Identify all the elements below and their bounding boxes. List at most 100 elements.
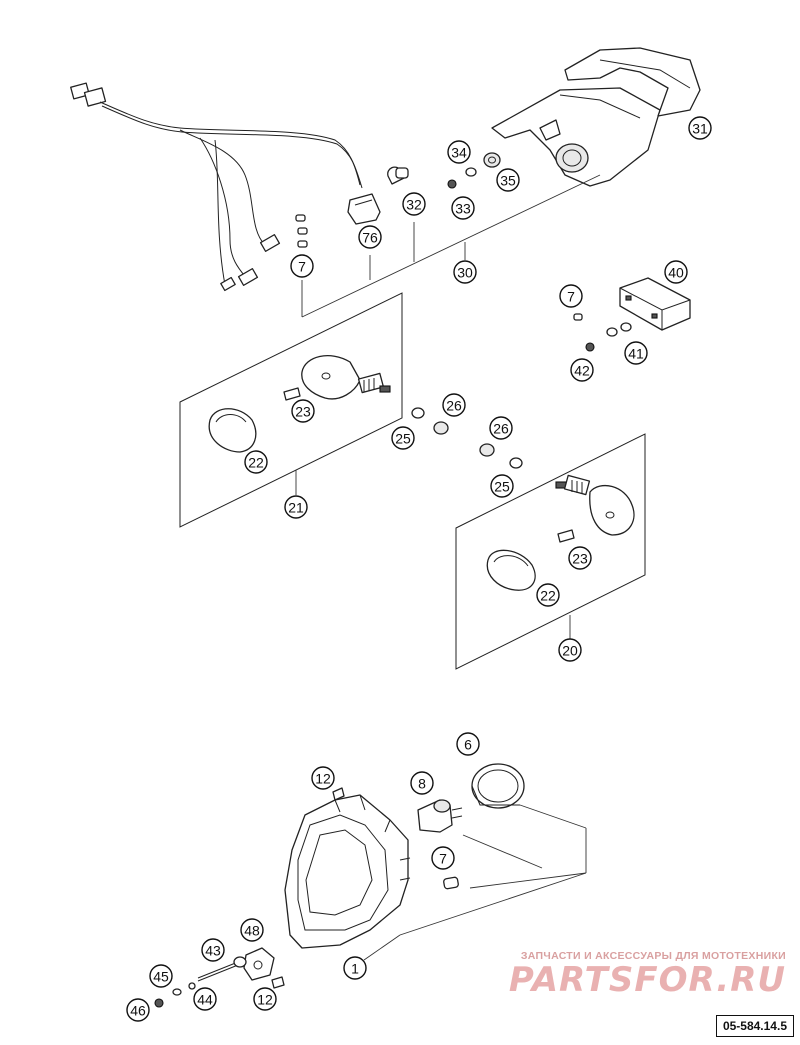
small-bulbs-upper <box>295 214 308 248</box>
callout-circle <box>496 168 520 192</box>
screw-12-bottom <box>271 976 285 989</box>
adjuster-bracket <box>243 947 275 981</box>
callout-circle <box>244 450 268 474</box>
callout-21[interactable]: 21 <box>284 495 308 519</box>
tail-bulb <box>387 166 409 185</box>
callout-number: 34 <box>451 145 467 161</box>
rear-fender-cover <box>564 47 701 117</box>
callout-circle <box>290 254 314 278</box>
callout-circle <box>343 956 367 980</box>
callout-circle <box>391 426 415 450</box>
callout-circle <box>253 987 277 1011</box>
callout-1[interactable]: 1 <box>343 956 367 980</box>
nut-46 <box>154 998 164 1008</box>
callout-7[interactable]: 7 <box>559 284 583 308</box>
washer-41b <box>620 322 632 332</box>
turn-signal-right <box>555 474 635 536</box>
callout-43[interactable]: 43 <box>201 938 225 962</box>
washer-41a <box>606 327 618 337</box>
callout-number: 31 <box>692 121 708 137</box>
callout-7[interactable]: 7 <box>431 846 455 870</box>
turn-signal-left <box>301 355 391 400</box>
callout-number: 23 <box>295 404 311 420</box>
bulb-7-headlight <box>443 876 459 890</box>
callout-7[interactable]: 7 <box>290 254 314 278</box>
callout-circle <box>311 766 335 790</box>
callout-42[interactable]: 42 <box>570 358 594 382</box>
callout-25[interactable]: 25 <box>391 426 415 450</box>
nut-42 <box>585 342 595 352</box>
callout-number: 26 <box>493 421 509 437</box>
lens-right <box>486 549 536 591</box>
washer-44 <box>188 982 196 990</box>
callout-circle <box>451 196 475 220</box>
callout-34[interactable]: 34 <box>447 140 471 164</box>
callout-number: 12 <box>315 771 331 787</box>
callout-33[interactable]: 33 <box>451 196 475 220</box>
rear-fender-housing <box>491 87 661 187</box>
nut-26b <box>479 443 495 457</box>
callout-44[interactable]: 44 <box>193 987 217 1011</box>
callout-35[interactable]: 35 <box>496 168 520 192</box>
callout-circle <box>490 474 514 498</box>
callout-48[interactable]: 48 <box>240 918 264 942</box>
callout-23[interactable]: 23 <box>291 399 315 423</box>
callout-76[interactable]: 76 <box>358 225 382 249</box>
callout-23[interactable]: 23 <box>568 546 592 570</box>
callout-number: 22 <box>540 588 556 604</box>
dust-cover <box>471 763 525 809</box>
callout-number: 35 <box>500 173 516 189</box>
callout-number: 44 <box>197 992 213 1008</box>
callout-circle <box>453 260 477 284</box>
callout-45[interactable]: 45 <box>149 964 173 988</box>
callout-number: 76 <box>362 230 378 246</box>
nut-33 <box>447 179 457 189</box>
callout-number: 41 <box>628 346 644 362</box>
callout-22[interactable]: 22 <box>244 450 268 474</box>
headlight-housing <box>284 794 411 949</box>
callout-20[interactable]: 20 <box>558 638 582 662</box>
washer-25a <box>411 407 425 419</box>
callout-circle <box>431 846 455 870</box>
callout-number: 1 <box>351 961 359 977</box>
callout-31[interactable]: 31 <box>688 116 712 140</box>
callout-number: 8 <box>418 776 426 792</box>
callout-number: 48 <box>244 923 260 939</box>
callout-number: 22 <box>248 455 264 471</box>
callout-26[interactable]: 26 <box>442 393 466 417</box>
callout-41[interactable]: 41 <box>624 341 648 365</box>
callout-40[interactable]: 40 <box>664 260 688 284</box>
callout-46[interactable]: 46 <box>126 998 150 1022</box>
callout-circle <box>568 546 592 570</box>
callout-8[interactable]: 8 <box>410 771 434 795</box>
callout-number: 20 <box>562 643 578 659</box>
callout-circle <box>193 987 217 1011</box>
callout-30[interactable]: 30 <box>453 260 477 284</box>
callout-25[interactable]: 25 <box>490 474 514 498</box>
callout-number: 23 <box>572 551 588 567</box>
bulb-socket <box>347 193 381 225</box>
callout-circle <box>291 399 315 423</box>
grommet-35 <box>483 152 501 168</box>
callout-number: 46 <box>130 1003 146 1019</box>
callout-number: 12 <box>257 992 273 1008</box>
bulb-7-tail <box>573 313 583 321</box>
callout-circle <box>149 964 173 988</box>
headlight-bulb <box>417 799 463 833</box>
callout-12[interactable]: 12 <box>253 987 277 1011</box>
callout-circle <box>489 416 513 440</box>
callout-circle <box>284 495 308 519</box>
callout-26[interactable]: 26 <box>489 416 513 440</box>
callout-circle <box>624 341 648 365</box>
adjuster-screw <box>197 956 247 982</box>
callout-6[interactable]: 6 <box>456 732 480 756</box>
callout-12[interactable]: 12 <box>311 766 335 790</box>
callout-number: 26 <box>446 398 462 414</box>
callout-32[interactable]: 32 <box>402 192 426 216</box>
callout-number: 25 <box>494 479 510 495</box>
callout-circle <box>664 260 688 284</box>
callout-circle <box>688 116 712 140</box>
callout-number: 30 <box>457 265 473 281</box>
callout-22[interactable]: 22 <box>536 583 560 607</box>
